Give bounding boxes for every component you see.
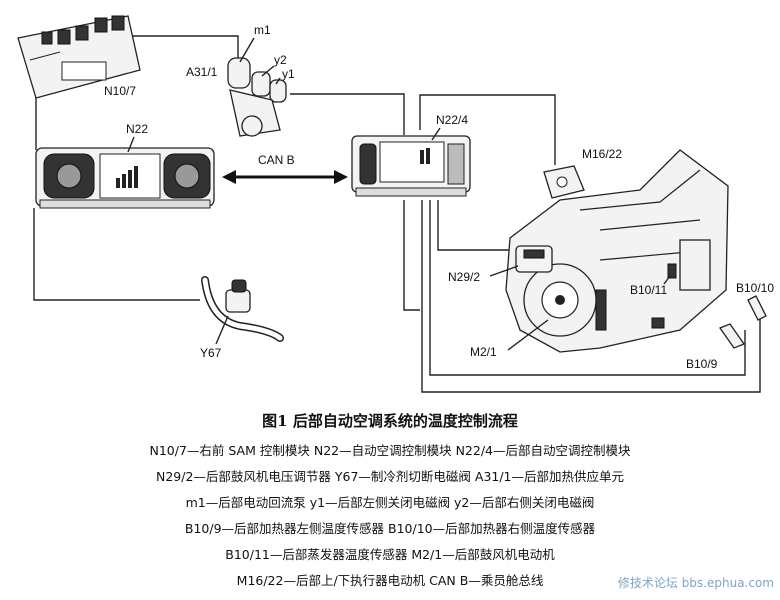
leader-m2-1 <box>507 319 549 351</box>
leader-y1 <box>275 77 281 85</box>
can-b-bus-arrow <box>222 170 348 184</box>
legend-line-1: N10/7—右前 SAM 控制模块 N22—自动空调控制模块 N22/4—后部自… <box>149 443 631 458</box>
leader-b10-11 <box>663 275 671 285</box>
refrigerant-valve-y67 <box>201 276 284 342</box>
blower-motor-m2-1 <box>523 263 597 337</box>
leader-n29-2 <box>489 265 519 277</box>
wire-n224-to-blower <box>437 200 520 251</box>
legend-line-3: m1—后部电动回流泵 y1—后部左侧关闭电磁阀 y2—后部右侧关闭电磁阀 <box>185 495 595 510</box>
legend-line-5: B10/11—后部蒸发器温度传感器 M2/1—后部鼓风机电动机 <box>225 547 555 562</box>
wire-n22-to-y67 <box>33 208 200 301</box>
wire-n10-to-a31 <box>130 35 239 58</box>
wiring <box>33 35 761 393</box>
actuator-motor-m16-22 <box>543 165 585 199</box>
heater-left-sensor-b10-9 <box>718 323 746 349</box>
heating-supply-unit-a31-1 <box>227 57 287 137</box>
leader-n22-4 <box>431 127 441 141</box>
leader-n22 <box>127 136 135 153</box>
leader-y67 <box>215 315 229 345</box>
label-can-b: CAN B <box>258 153 295 167</box>
wire-n224-to-b1010 <box>421 200 761 393</box>
temperature-control-diagram: N10/7 m1 A31/1 y2 y1 N22 CAN B <box>17 15 774 393</box>
sam-module-n10-7 <box>17 15 141 99</box>
label-m1: m1 <box>254 23 271 37</box>
label-m16-22: M16/22 <box>582 147 622 161</box>
wire-n224-to-n292 <box>403 200 420 311</box>
label-b10-11: B10/11 <box>630 283 667 297</box>
label-y2: y2 <box>274 53 287 67</box>
watermark: 修技术论坛 bbs.ephua.com <box>617 576 774 590</box>
ac-control-module-n22 <box>35 147 215 209</box>
wire-n224-to-m1622 <box>419 94 556 165</box>
heater-right-sensor-b10-10 <box>747 295 767 321</box>
label-y1: y1 <box>282 67 295 81</box>
label-n10-7: N10/7 <box>104 84 136 98</box>
label-a31-1: A31/1 <box>186 65 218 79</box>
label-b10-10: B10/10 <box>736 281 774 295</box>
blower-voltage-regulator-n29-2 <box>515 245 553 273</box>
wire-n224-to-valves <box>290 93 405 135</box>
label-b10-9: B10/9 <box>686 357 718 371</box>
label-n29-2: N29/2 <box>448 270 480 284</box>
label-y67: Y67 <box>200 346 222 360</box>
legend-line-6: M16/22—后部上/下执行器电动机 CAN B—乘员舱总线 <box>236 573 544 588</box>
legend-line-2: N29/2—后部鼓风机电压调节器 Y67—制冷剂切断电磁阀 A31/1—后部加热… <box>155 469 625 484</box>
figure-title: 图1 后部自动空调系统的温度控制流程 <box>262 412 518 430</box>
evaporator-sensor-b10-11 <box>667 263 677 279</box>
leader-y2 <box>261 65 275 77</box>
label-n22: N22 <box>126 122 148 136</box>
legend-line-4: B10/9—后部加热器左侧温度传感器 B10/10—后部加热器右侧温度传感器 <box>184 521 596 536</box>
leader-m1 <box>239 37 255 63</box>
label-n22-4: N22/4 <box>436 113 468 127</box>
wire-n224-to-b109 <box>429 200 746 376</box>
rear-ac-control-module-n22-4 <box>351 135 471 197</box>
label-m2-1: M2/1 <box>470 345 497 359</box>
